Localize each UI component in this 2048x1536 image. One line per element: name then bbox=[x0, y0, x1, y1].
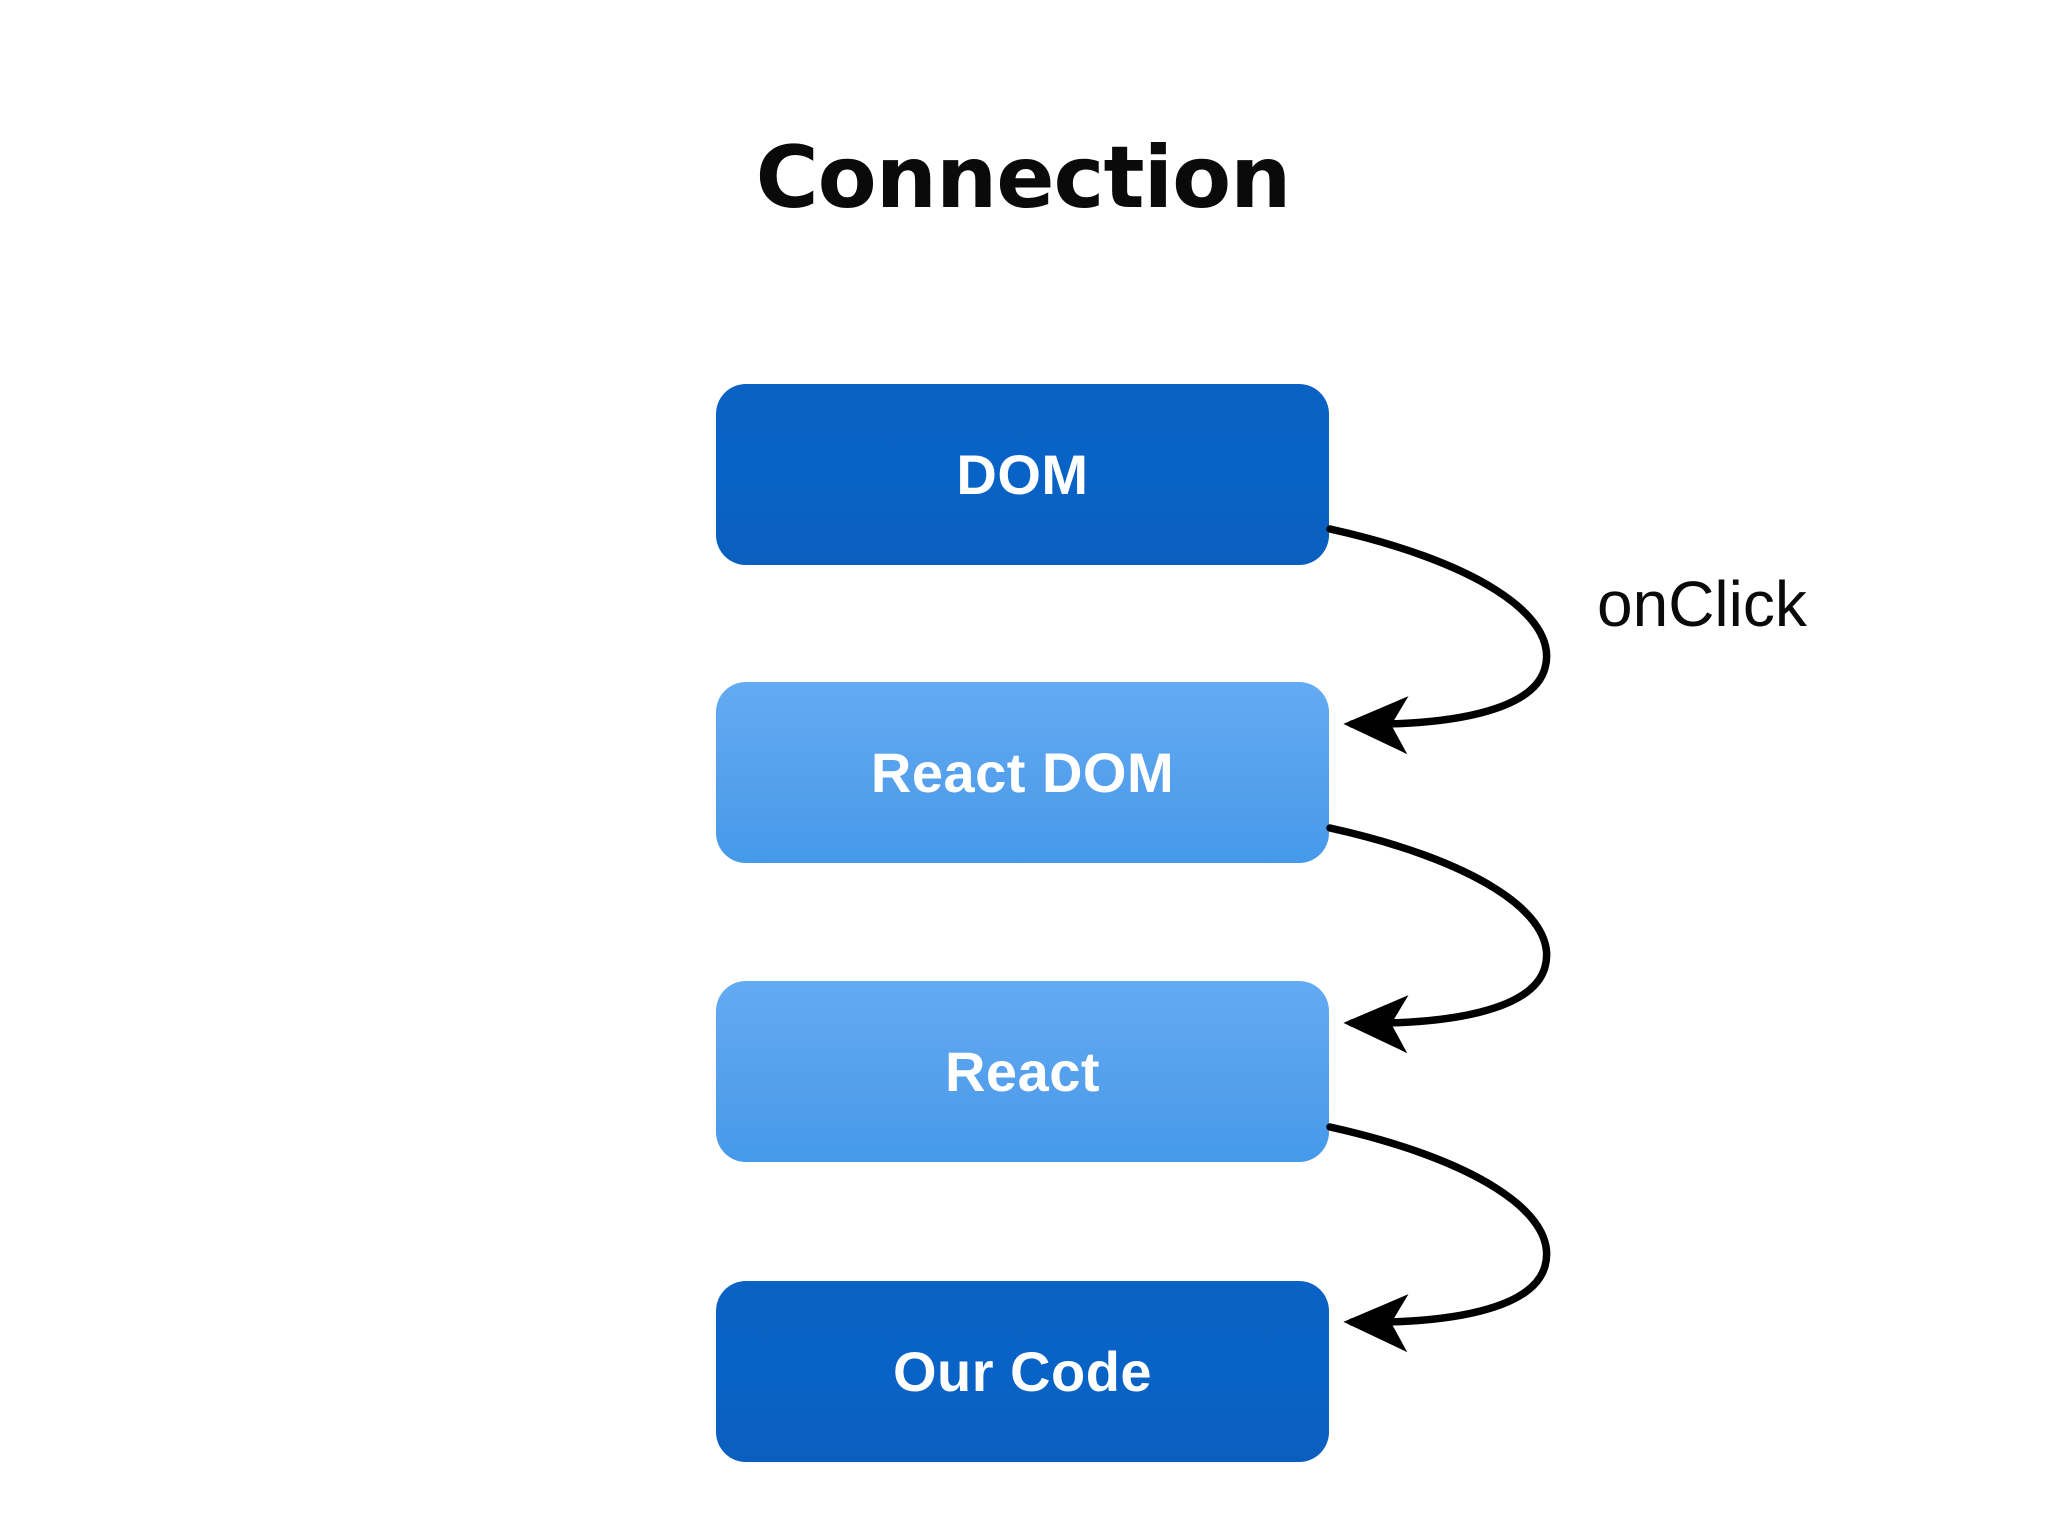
arrow-dom-to-react-dom bbox=[1326, 525, 1551, 755]
flow-box-react[interactable]: React bbox=[716, 981, 1329, 1162]
flow-box-our-code-label: Our Code bbox=[892, 1339, 1153, 1403]
onclick-annotation: onClick bbox=[1597, 568, 1807, 640]
arrow-react-dom-to-react bbox=[1326, 824, 1551, 1054]
page-title: Connection bbox=[0, 132, 2048, 225]
flow-box-react-dom[interactable]: React DOM bbox=[716, 682, 1329, 863]
page-title-text: Connection bbox=[755, 128, 1292, 228]
flow-box-dom[interactable]: DOM bbox=[716, 384, 1329, 565]
arrow-react-to-our-code bbox=[1326, 1123, 1551, 1353]
flow-box-our-code[interactable]: Our Code bbox=[716, 1281, 1329, 1462]
flow-box-react-label: React bbox=[944, 1039, 1101, 1103]
flow-box-react-dom-label: React DOM bbox=[870, 740, 1175, 804]
flow-box-dom-label: DOM bbox=[956, 442, 1089, 506]
